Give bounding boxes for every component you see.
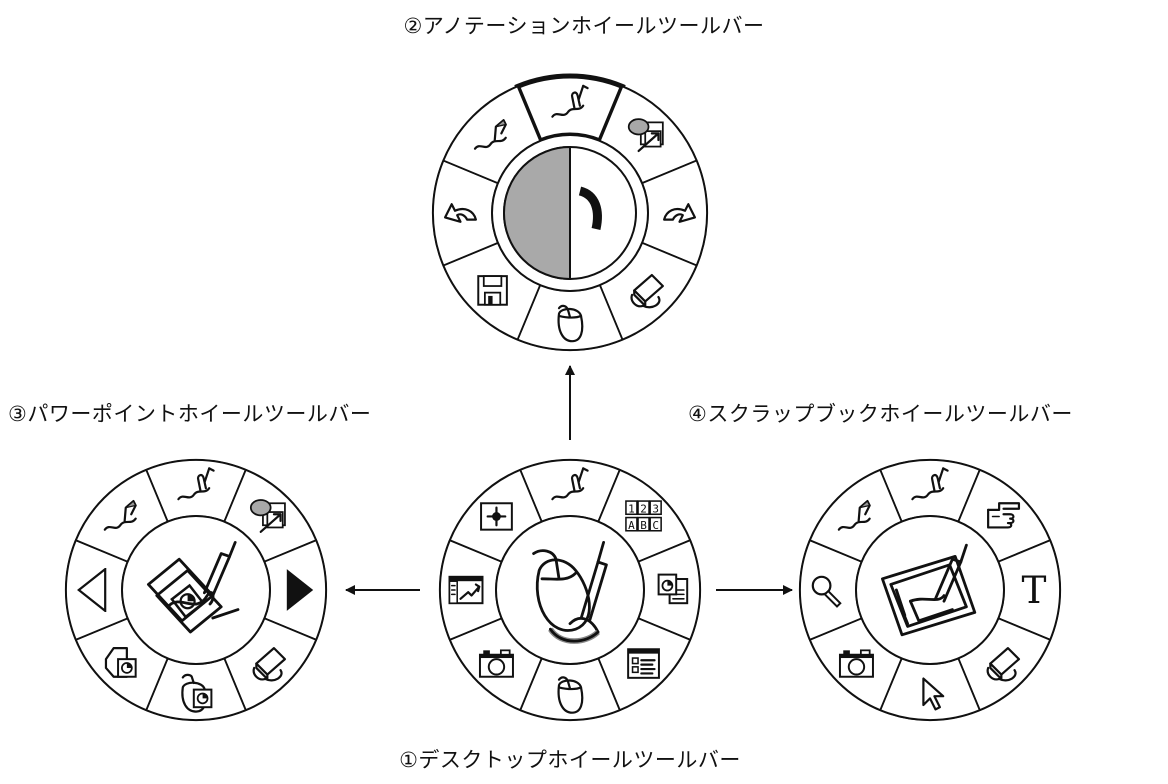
powerpoint-wheel-caption: ③パワーポイントホイールツールバー	[8, 402, 372, 426]
connector-arrows	[345, 365, 793, 595]
annotation-wheel-caption: ②アノテーションホイールツールバー	[403, 14, 765, 38]
scrapbook-wheel-toolbar	[798, 458, 1062, 722]
scrapbook-wheel-caption: ④スクラップブックホイールツールバー	[688, 402, 1073, 426]
save-disk-icon	[477, 275, 508, 306]
camera-icon	[478, 649, 514, 678]
grid-number-3: 3	[652, 503, 659, 516]
camera-icon	[838, 649, 874, 678]
annotation-wheel-toolbar	[431, 73, 709, 352]
grid-letter-A: A	[628, 519, 635, 532]
crosshair-target-icon	[479, 502, 513, 531]
presentation-window-icon	[448, 575, 484, 605]
desktop-wheel-caption: ①デスクトップホイールツールバー	[399, 748, 741, 772]
list-window-icon	[627, 648, 661, 679]
powerpoint-wheel-toolbar	[64, 458, 328, 722]
grid-number-2: 2	[640, 503, 647, 516]
grid-number-1: 1	[628, 503, 635, 516]
wheel-hub[interactable]	[855, 515, 1005, 665]
text-icon	[1021, 568, 1047, 612]
pen-width-indicator	[578, 186, 602, 230]
wheel-hub[interactable]	[121, 515, 271, 665]
grid-letter-B: B	[640, 519, 647, 532]
half-shaded-circle-icon	[503, 145, 571, 281]
grid-letter-C: C	[652, 519, 659, 532]
